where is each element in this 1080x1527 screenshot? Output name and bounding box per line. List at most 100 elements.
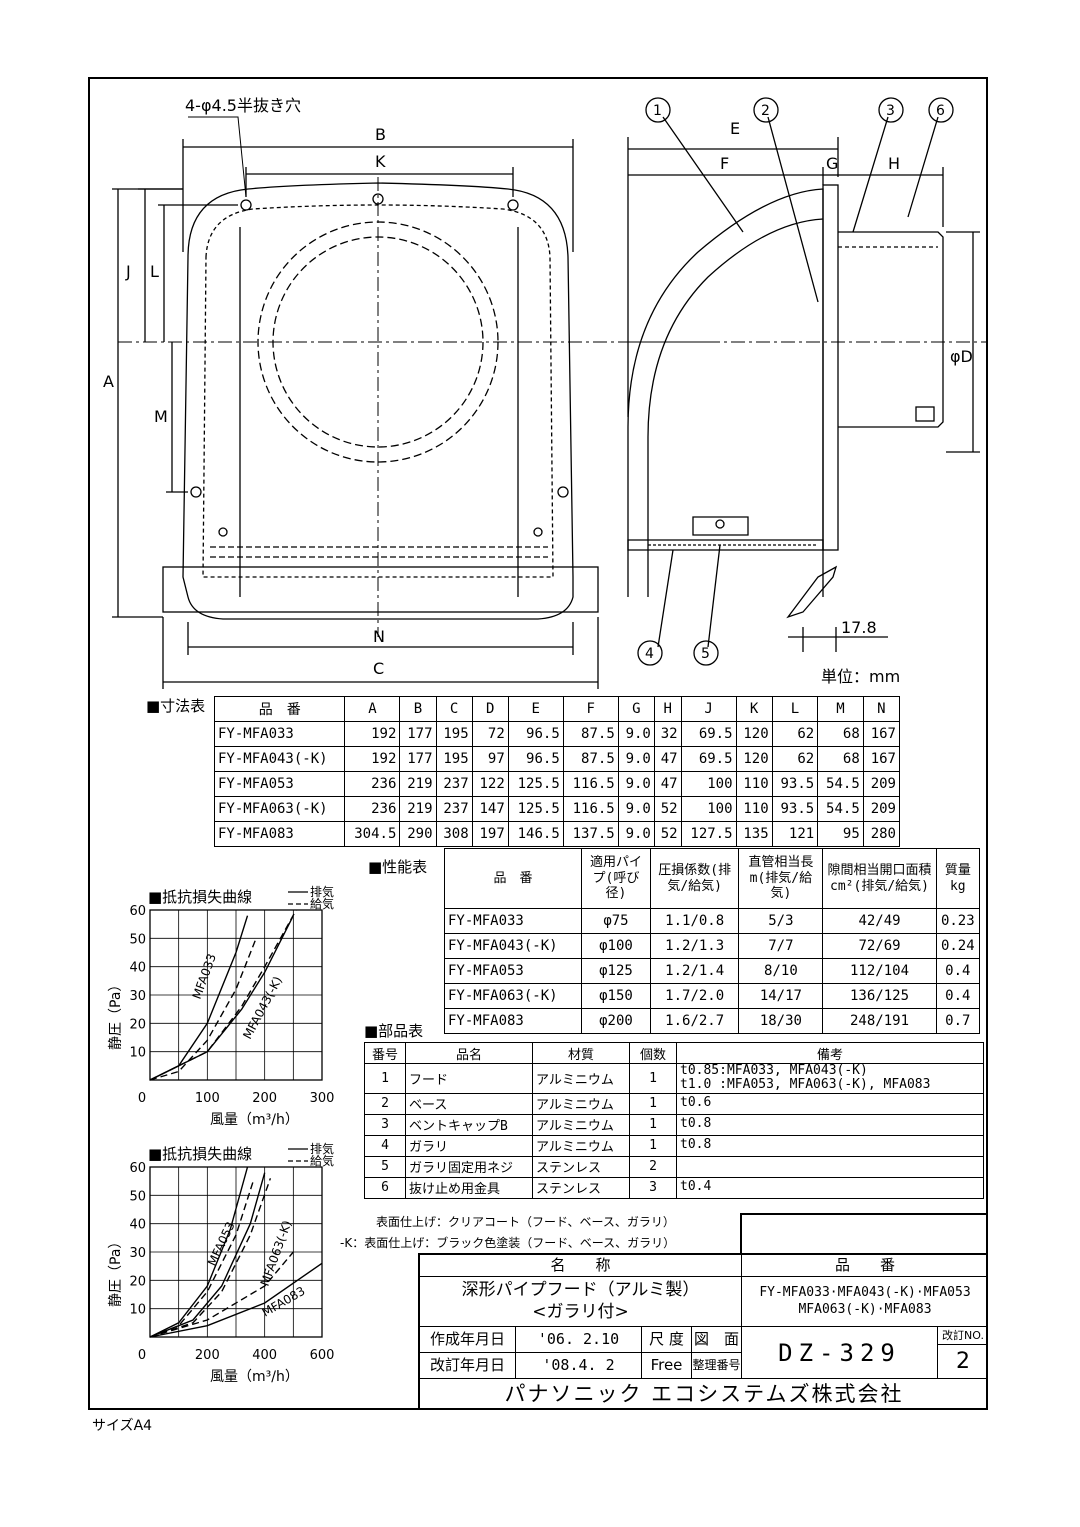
dim-header-cell: A [344,696,401,722]
dim-value-cell: 47 [653,746,682,772]
dim-value-cell: 192 [344,746,401,772]
perf-value-cell: 18/30 [738,1008,824,1034]
parts-cell: アルミニウム [532,1063,630,1094]
dim-value-cell: 135 [735,821,773,847]
dim-value-cell: 9.0 [617,821,655,847]
parts-cell: 1 [629,1134,677,1157]
dim-value-cell: 110 [735,771,773,797]
parts-cell: ベース [405,1092,533,1115]
scale-label: 尺 度 [642,1327,692,1353]
y-tick-label: 30 [129,1246,146,1261]
dim-value-cell: 237 [435,771,473,797]
hood-front-outline [182,182,574,620]
parts-header-cell: 番号 [364,1042,406,1064]
unit-label: 単位：mm [821,667,900,686]
dim-header-cell: G [617,696,655,722]
x-tick-label: 600 [310,1348,335,1363]
model-cell: FY-MFA043(-K) [213,746,346,772]
parts-cell: 4 [364,1134,406,1157]
dim-g-label: G [826,154,838,173]
dim-value-cell: 96.5 [507,746,564,772]
perf-value-cell: 42/49 [822,908,937,934]
curve-label: MFA043(-K) [240,974,285,1041]
dim-value-cell: 110 [735,796,773,822]
dim-value-cell: 68 [817,721,864,747]
dim-value-cell: 290 [399,821,437,847]
perf-value-cell: φ125 [581,958,651,984]
title-block: 名 称 品 番 深形パイプフード（アルミ製） <ガラリ付> FY-MFA033·… [418,1253,988,1410]
dim-value-cell: 192 [344,721,401,747]
model-cell: FY-MFA063(-K) [213,796,346,822]
dim-d-label: φD [950,347,973,366]
parts-cell: 5 [364,1155,406,1178]
y-tick-label: 40 [129,961,146,976]
dim-value-cell: 177 [399,746,437,772]
dim-header-cell: E [507,696,564,722]
parts-cell: 1 [364,1063,406,1094]
legend-supply: 給気 [310,896,334,911]
x-tick-label: 300 [310,1091,335,1106]
parts-cell: t0.6 [676,1092,984,1115]
dim-value-cell: 9.0 [617,771,655,797]
perf-value-cell: 0.4 [935,983,981,1009]
model-cell: FY-MFA083 [213,821,346,847]
parts-cell: 抜け止め用金具 [405,1176,533,1199]
dim-k-label: K [375,152,386,171]
dim-17-8: 17.8 [841,618,877,637]
parts-cell: ガラリ固定用ネジ [405,1155,533,1178]
dim-f-label: F [720,154,729,173]
dim-value-cell: 120 [735,746,773,772]
perf-header-cell: 圧損係数(排気/給気) [649,848,740,909]
model-cell: FY-MFA033 [444,908,582,934]
dimension-table-title: ■寸法表 [146,697,206,715]
dim-value-cell: 195 [435,721,473,747]
perf-value-cell: 0.4 [935,958,981,984]
perf-value-cell: φ100 [581,933,651,959]
dim-value-cell: 137.5 [562,821,619,847]
perf-header-cell: 適用パイプ(呼び径) [581,848,651,909]
dim-value-cell: 120 [735,721,773,747]
dim-value-cell: 177 [399,721,437,747]
parts-header-cell: 品名 [405,1042,533,1064]
parts-cell: 6 [364,1176,406,1199]
dim-n-label: N [373,627,385,646]
x-axis-label: 風量（m³/h） [210,1112,299,1128]
series-line-supply [149,909,297,1081]
dim-value-cell: 93.5 [771,796,819,822]
perf-header-cell: 隙間相当開口面積cm²(排気/給気) [822,848,937,909]
dim-value-cell: 62 [771,721,819,747]
chart-title: ■抵抗損失曲線 [148,1145,252,1163]
y-axis-label: 静圧（Pa） [108,1235,124,1307]
revised-date: '08.4. 2 [516,1353,642,1379]
y-tick-label: 50 [129,1189,146,1204]
parts-header-cell: 個数 [629,1042,677,1064]
dim-value-cell: 121 [771,821,819,847]
series-line-supply [149,1178,272,1338]
legend-exhaust: 排気 [310,884,334,899]
dim-value-cell: 54.5 [817,796,864,822]
x-tick-label: 0 [138,1348,146,1363]
name-header: 名 称 [420,1255,742,1277]
dim-value-cell: 147 [471,796,509,822]
perf-value-cell: 136/125 [822,983,937,1009]
chart-title: ■抵抗損失曲線 [148,888,252,906]
dim-value-cell: 237 [435,796,473,822]
perf-value-cell: 72/69 [822,933,937,959]
y-tick-label: 10 [129,1046,146,1061]
dim-c-label: C [373,659,384,678]
parts-cell: t0.8 [676,1134,984,1157]
dim-value-cell: 146.5 [507,821,564,847]
created-date: '06. 2.10 [516,1327,642,1353]
parts-cell: ベントキャップB [405,1113,533,1136]
revised-label: 改訂年月日 [420,1353,516,1379]
parts-cell: ステンレス [532,1176,630,1199]
dim-value-cell: 236 [344,771,401,797]
hole-note: 4-φ4.5半抜き穴 [185,96,301,115]
